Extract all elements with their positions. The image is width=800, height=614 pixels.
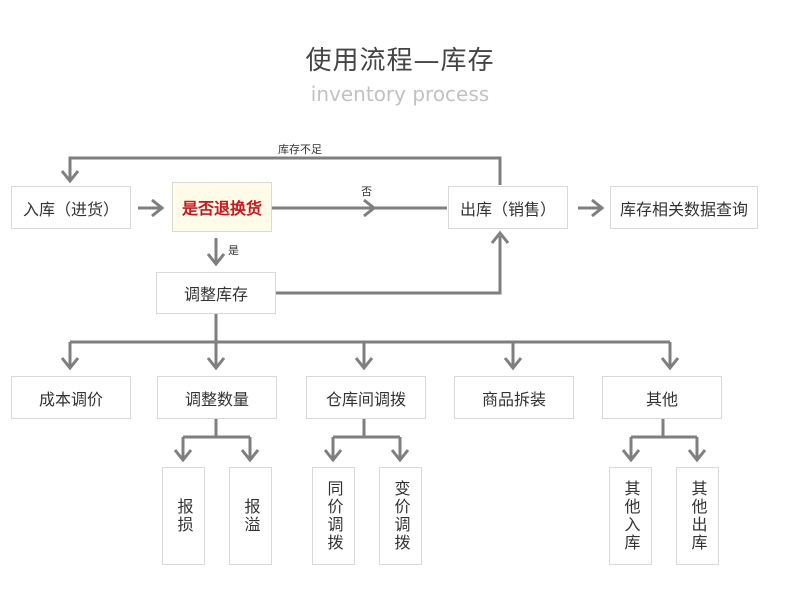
node-other: 其他 <box>602 376 722 419</box>
edge-label-no: 否 <box>361 185 372 198</box>
other-branch-line <box>629 419 699 458</box>
diagram-title: 使用流程—库存 <box>305 46 495 76</box>
qty-branch-arrows <box>173 449 260 463</box>
node-diff-price: 变价调拨 <box>379 467 422 565</box>
check-to-out-arrow <box>363 198 377 218</box>
node-return-check: 是否退换货 <box>172 182 272 232</box>
edge-label-insufficient: 库存不足 <box>278 143 322 156</box>
node-stock-in: 入库（进货） <box>11 186 131 229</box>
node-other-out: 其他出库 <box>676 467 719 565</box>
node-adjust-stock: 调整库存 <box>156 272 276 314</box>
node-split: 商品拆装 <box>454 376 574 419</box>
adjust-branch-arrows <box>60 357 680 371</box>
transfer-branch-line <box>331 419 402 458</box>
node-loss: 报损 <box>162 467 205 565</box>
node-same-price: 同价调拨 <box>312 467 355 565</box>
adjust-to-out-arrow <box>490 230 510 244</box>
node-cost-adjust: 成本调价 <box>11 376 131 419</box>
node-other-in: 其他入库 <box>609 467 652 565</box>
node-stock-out: 出库（销售） <box>448 186 568 229</box>
other-branch-arrows <box>621 449 707 463</box>
qty-branch-line <box>181 419 252 458</box>
in-to-check-arrow <box>151 198 165 218</box>
loop-insufficient-arrow <box>60 170 80 184</box>
node-adjust-qty: 调整数量 <box>157 376 277 419</box>
adjust-branch-line <box>68 314 672 366</box>
adjust-to-out-line <box>276 236 502 295</box>
diagram-subtitle: inventory process <box>310 82 490 106</box>
out-to-query-arrow <box>591 198 605 218</box>
check-to-adjust-arrow <box>206 253 226 267</box>
node-transfer: 仓库间调拨 <box>306 376 426 419</box>
transfer-branch-arrows <box>323 449 410 463</box>
node-overflow: 报溢 <box>229 467 272 565</box>
edge-label-yes: 是 <box>228 244 239 257</box>
node-stock-query: 库存相关数据查询 <box>610 186 758 229</box>
loop-insufficient-line <box>68 156 502 185</box>
